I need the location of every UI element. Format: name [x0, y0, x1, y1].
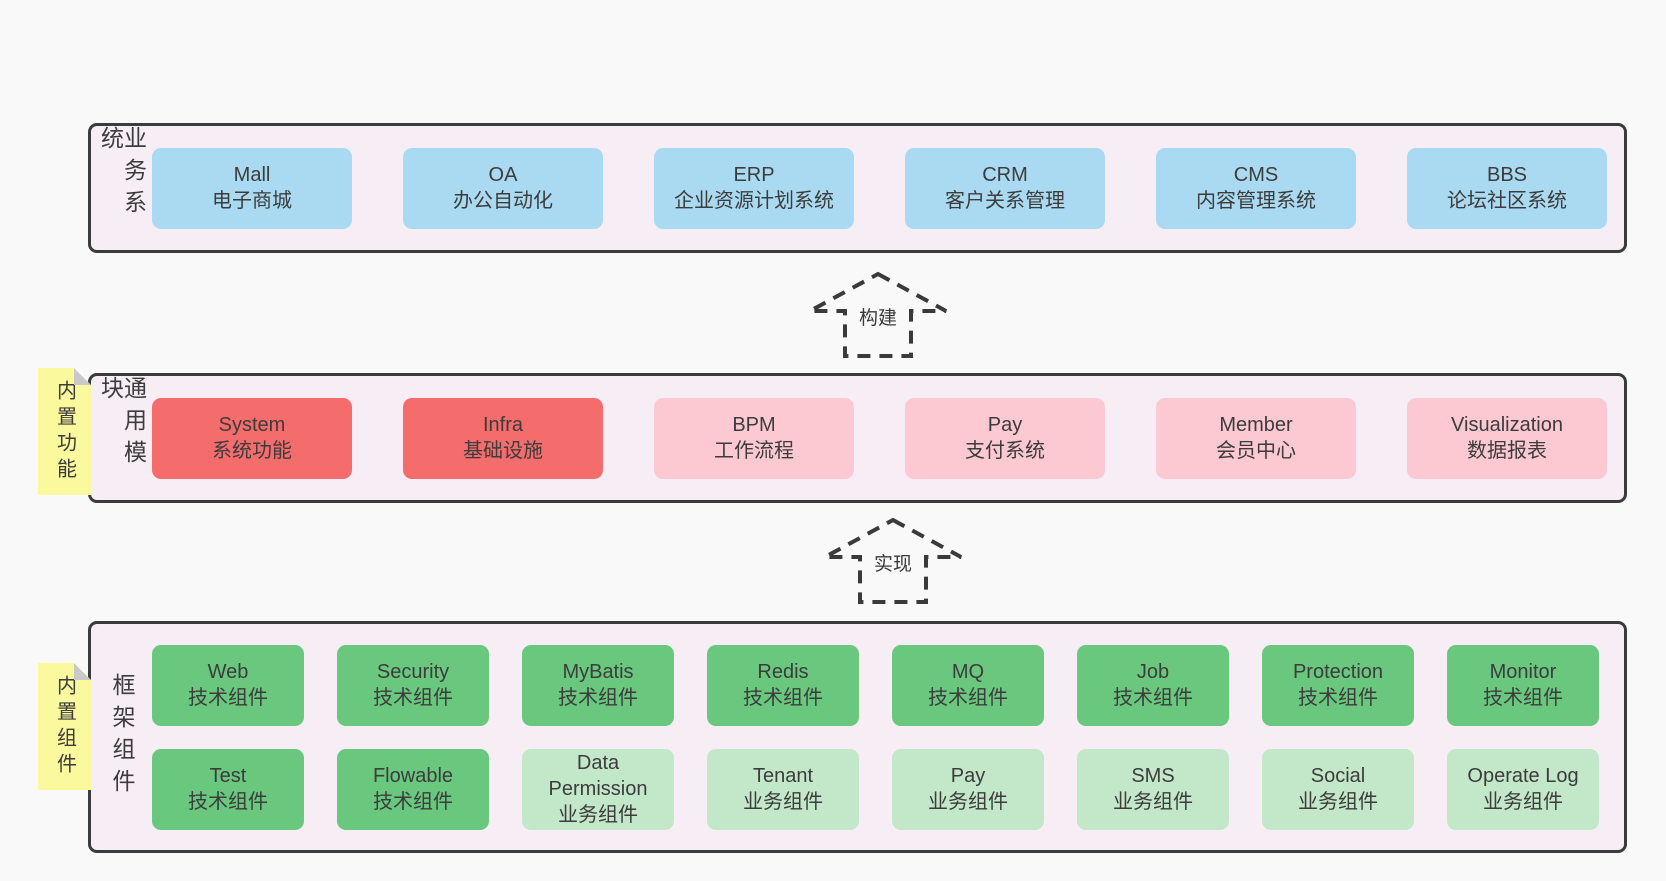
- box-member: Member 会员中心: [1156, 397, 1356, 479]
- arrow-implement-label: 实现: [870, 549, 916, 576]
- layer-business-systems: 业务系统 Mall 电子商城 OA 办公自动化 ERP 企业资源计划系统 CRM…: [88, 123, 1627, 253]
- business-boxes: Mall 电子商城 OA 办公自动化 ERP 企业资源计划系统 CRM 客户关系…: [152, 147, 1624, 229]
- dashed-up-arrow-icon: [809, 271, 947, 358]
- framework-row-1: Web 技术组件 Security 技术组件 MyBatis 技术组件 Redi…: [152, 644, 1624, 726]
- sticky-note-builtin-components: 内置组件: [38, 663, 91, 790]
- layer-label-business: 业务系统: [97, 126, 147, 222]
- framework-row-2: Test 技术组件 Flowable 技术组件 Data Permission …: [152, 748, 1624, 830]
- box-pay-component: Pay 业务组件: [892, 748, 1044, 830]
- arrow-implement: 实现: [822, 517, 964, 605]
- layer-common-modules: 通用模块 System 系统功能 Infra 基础设施 BPM 工作流程 Pay…: [88, 373, 1627, 503]
- box-oa: OA 办公自动化: [403, 147, 603, 229]
- box-protection: Protection 技术组件: [1262, 644, 1414, 726]
- arrow-build: 构建: [807, 271, 949, 359]
- common-module-boxes: System 系统功能 Infra 基础设施 BPM 工作流程 Pay 支付系统…: [152, 397, 1624, 479]
- box-tenant: Tenant 业务组件: [707, 748, 859, 830]
- box-mybatis: MyBatis 技术组件: [522, 644, 674, 726]
- dashed-up-arrow-icon: [824, 517, 962, 604]
- box-job: Job 技术组件: [1077, 644, 1229, 726]
- box-erp: ERP 企业资源计划系统: [654, 147, 854, 229]
- framework-box-rows: Web 技术组件 Security 技术组件 MyBatis 技术组件 Redi…: [152, 644, 1624, 830]
- box-social: Social 业务组件: [1262, 748, 1414, 830]
- box-cms: CMS 内容管理系统: [1156, 147, 1356, 229]
- box-test: Test 技术组件: [152, 748, 304, 830]
- box-operate-log: Operate Log 业务组件: [1447, 748, 1599, 830]
- box-pay-module: Pay 支付系统: [905, 397, 1105, 479]
- box-security: Security 技术组件: [337, 644, 489, 726]
- arrow-build-label: 构建: [855, 303, 901, 330]
- box-bbs: BBS 论坛社区系统: [1407, 147, 1607, 229]
- box-mall: Mall 电子商城: [152, 147, 352, 229]
- box-system: System 系统功能: [152, 397, 352, 479]
- box-data-permission: Data Permission 业务组件: [522, 748, 674, 830]
- box-crm: CRM 客户关系管理: [905, 147, 1105, 229]
- box-visualization: Visualization 数据报表: [1407, 397, 1607, 479]
- box-bpm: BPM 工作流程: [654, 397, 854, 479]
- sticky-note-builtin-features: 内置功能: [38, 368, 91, 495]
- box-sms: SMS 业务组件: [1077, 748, 1229, 830]
- box-redis: Redis 技术组件: [707, 644, 859, 726]
- box-web: Web 技术组件: [152, 644, 304, 726]
- layer-label-framework: 框架组件: [109, 673, 135, 801]
- layer-label-common-modules: 通用模块: [97, 376, 147, 472]
- box-flowable: Flowable 技术组件: [337, 748, 489, 830]
- box-infra: Infra 基础设施: [403, 397, 603, 479]
- layer-framework-components: 框架组件 Web 技术组件 Security 技术组件 MyBatis 技术组件…: [88, 621, 1627, 853]
- box-mq: MQ 技术组件: [892, 644, 1044, 726]
- box-monitor: Monitor 技术组件: [1447, 644, 1599, 726]
